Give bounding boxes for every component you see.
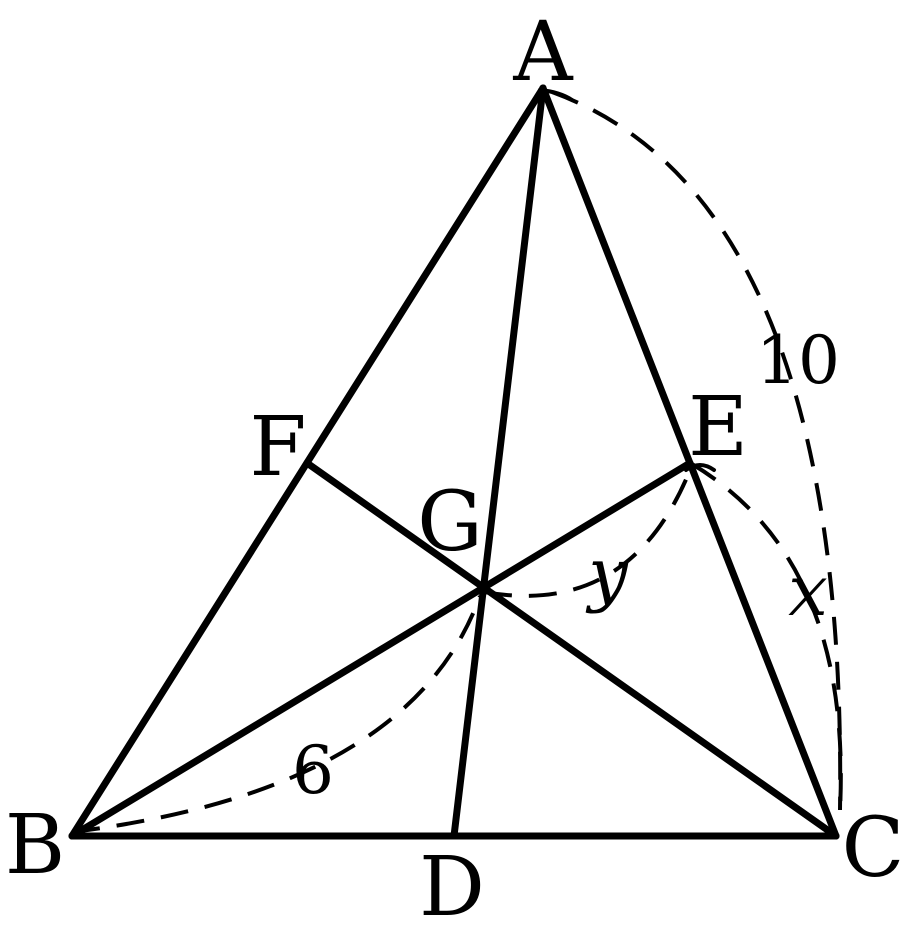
arc-ge: [483, 469, 692, 598]
label-point-a: A: [512, 5, 574, 100]
label-length-ac: 10: [756, 322, 840, 399]
median-be: [68, 459, 694, 840]
label-point-b: B: [5, 798, 65, 893]
arc-bg: [71, 595, 482, 834]
median-ad: [450, 84, 547, 840]
label-point-c: C: [842, 801, 905, 896]
arc-ac: [551, 90, 843, 811]
arc-ec: [690, 462, 843, 811]
label-point-d: D: [419, 840, 485, 935]
label-length-bg: 6: [292, 732, 334, 809]
label-point-g: G: [417, 475, 483, 570]
label-length-ge: y: [585, 533, 629, 615]
median-cf: [303, 459, 840, 840]
label-length-ec: x: [788, 550, 827, 632]
label-point-f: F: [250, 400, 307, 495]
label-point-e: E: [688, 380, 748, 475]
